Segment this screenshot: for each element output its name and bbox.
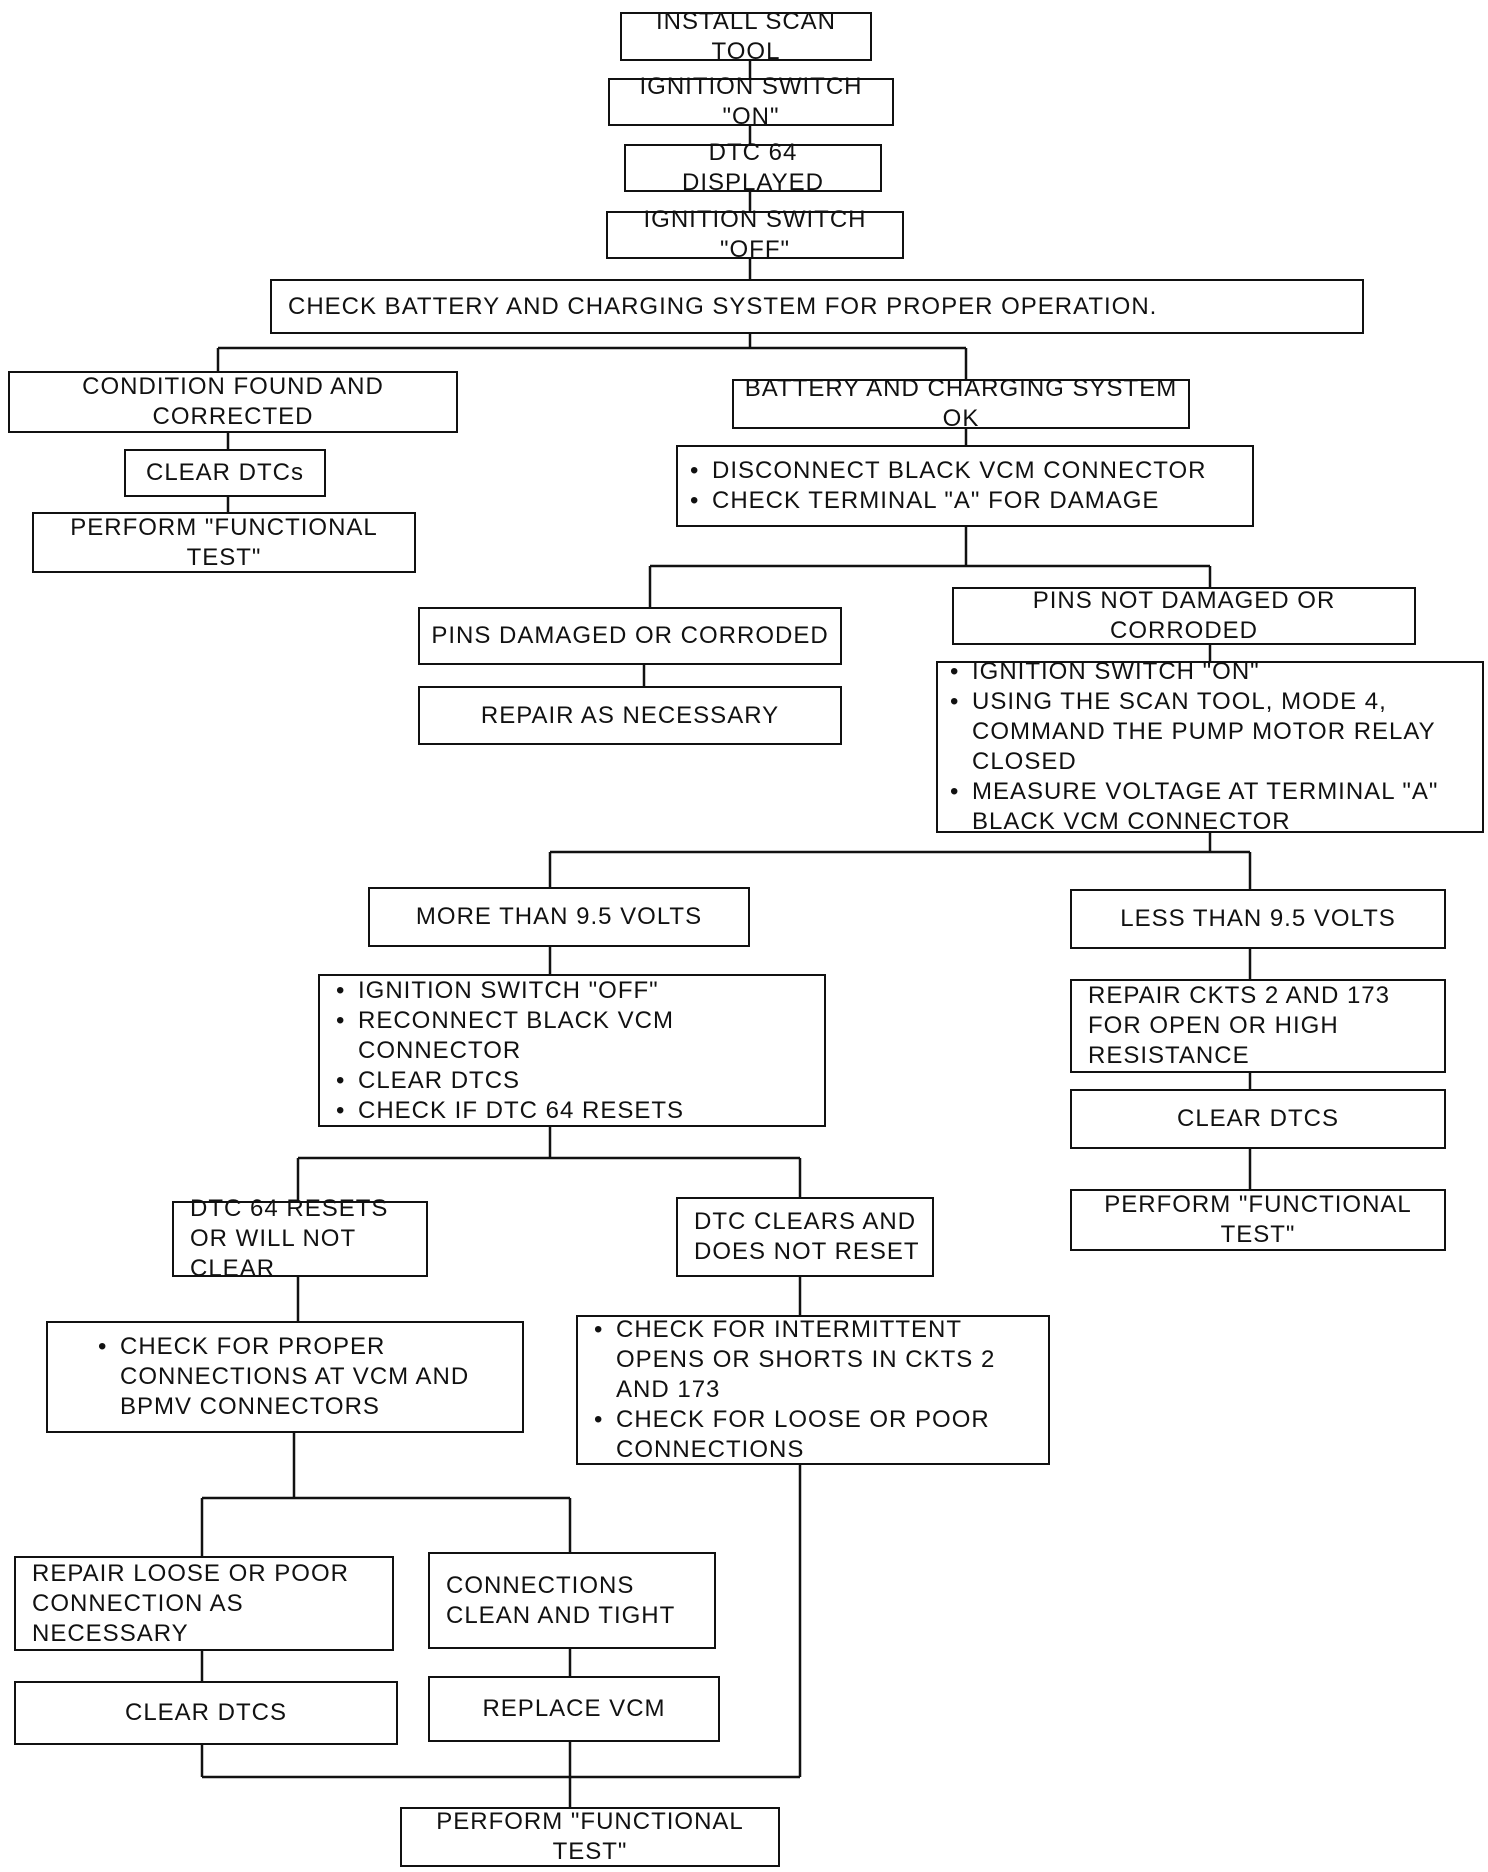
disconnect-vcm-connector-step: DISCONNECT BLACK VCM CONNECTOR CHECK TER… — [676, 445, 1254, 527]
dtc-clears-outcome: DTC CLEARS AND DOES NOT RESET — [676, 1197, 934, 1277]
instruction-list: CHECK FOR PROPER CONNECTIONS AT VCM AND … — [94, 1332, 514, 1422]
repair-as-necessary-step: REPAIR AS NECESSARY — [418, 686, 842, 745]
clear-dtcs-step-right: CLEAR DTCS — [1070, 1089, 1446, 1149]
outcome-label: BATTERY AND CHARGING SYSTEM OK — [744, 375, 1178, 432]
clear-dtcs-step-bottom: CLEAR DTCS — [14, 1681, 398, 1745]
outcome-label: CONDITION FOUND AND CORRECTED — [82, 373, 384, 430]
step-label: PERFORM "FUNCTIONAL TEST" — [70, 513, 378, 571]
outcome-label: DTC CLEARS AND DOES NOT RESET — [694, 1208, 920, 1265]
outcome-label: LESS THAN 9.5 VOLTS — [1120, 905, 1396, 932]
pins-not-damaged-outcome: PINS NOT DAMAGED OR CORRODED — [952, 587, 1416, 645]
outcome-label: PINS DAMAGED OR CORRODED — [431, 622, 829, 649]
outcome-label: CONNECTIONS CLEAN AND TIGHT — [446, 1571, 676, 1629]
step-label: IGNITION SWITCH "OFF" — [643, 206, 867, 263]
step-label: REPAIR CKTS 2 AND 173 FOR OPEN OR HIGH R… — [1088, 982, 1390, 1069]
instruction-item: CLEAR DTCS — [332, 1066, 816, 1096]
ignition-switch-on-step: IGNITION SWITCH "ON" — [608, 73, 894, 130]
perform-functional-test-step: PERFORM "FUNCTIONAL TEST" — [32, 512, 416, 573]
check-proper-connections-step: CHECK FOR PROPER CONNECTIONS AT VCM AND … — [46, 1321, 524, 1433]
instruction-item: MEASURE VOLTAGE AT TERMINAL "A" BLACK VC… — [946, 777, 1474, 837]
battery-charging-ok-outcome: BATTERY AND CHARGING SYSTEM OK — [732, 375, 1190, 432]
step-label: REPAIR AS NECESSARY — [480, 701, 780, 729]
repair-ckts-step: REPAIR CKTS 2 AND 173 FOR OPEN OR HIGH R… — [1070, 979, 1446, 1073]
measure-voltage-step: IGNITION SWITCH "ON" USING THE SCAN TOOL… — [936, 657, 1484, 835]
outcome-label: PINS NOT DAMAGED OR CORRODED — [1032, 587, 1336, 644]
less-than-9-5-volts-outcome: LESS THAN 9.5 VOLTS — [1070, 889, 1446, 949]
condition-found-corrected-outcome: CONDITION FOUND AND CORRECTED — [8, 371, 458, 433]
instruction-list: IGNITION SWITCH "ON" USING THE SCAN TOOL… — [946, 657, 1474, 837]
instruction-item: CHECK IF DTC 64 RESETS — [332, 1096, 816, 1126]
connections-clean-outcome: CONNECTIONS CLEAN AND TIGHT — [428, 1552, 716, 1649]
step-label: CLEAR DTCS — [1176, 1105, 1340, 1132]
instruction-item: CHECK FOR LOOSE OR POOR CONNECTIONS — [590, 1405, 1040, 1465]
reconnect-check-resets-step: IGNITION SWITCH "OFF" RECONNECT BLACK VC… — [318, 974, 826, 1127]
step-label: CLEAR DTCS — [124, 1699, 288, 1726]
perform-functional-test-step-right: PERFORM "FUNCTIONAL TEST" — [1070, 1189, 1446, 1251]
check-battery-charging-step: CHECK BATTERY AND CHARGING SYSTEM FOR PR… — [270, 279, 1364, 334]
perform-functional-test-step-bottom: PERFORM "FUNCTIONAL TEST" — [400, 1807, 780, 1867]
instruction-item: IGNITION SWITCH "ON" — [946, 657, 1474, 687]
step-label: PERFORM "FUNCTIONAL TEST" — [1104, 1191, 1412, 1248]
outcome-label: MORE THAN 9.5 VOLTS — [415, 903, 703, 930]
more-than-9-5-volts-outcome: MORE THAN 9.5 VOLTS — [368, 887, 750, 947]
replace-vcm-step: REPLACE VCM — [428, 1676, 720, 1742]
step-label: CLEAR DTCs — [145, 459, 305, 486]
instruction-list: IGNITION SWITCH "OFF" RECONNECT BLACK VC… — [332, 976, 816, 1126]
instruction-item: DISCONNECT BLACK VCM CONNECTOR — [686, 456, 1207, 486]
step-label: INSTALL SCAN TOOL — [655, 7, 837, 65]
instruction-item: CHECK FOR INTERMITTENT OPENS OR SHORTS I… — [590, 1315, 1040, 1405]
instruction-list: CHECK FOR INTERMITTENT OPENS OR SHORTS I… — [590, 1315, 1040, 1465]
dtc-64-displayed-step: DTC 64 DISPLAYED — [624, 139, 882, 196]
instruction-item: RECONNECT BLACK VCM CONNECTOR — [332, 1006, 816, 1066]
instruction-item: IGNITION SWITCH "OFF" — [332, 976, 816, 1006]
instruction-list: DISCONNECT BLACK VCM CONNECTOR CHECK TER… — [686, 456, 1207, 516]
step-label: DTC 64 DISPLAYED — [682, 139, 824, 196]
install-scan-tool-step: INSTALL SCAN TOOL — [620, 8, 872, 65]
step-label: PERFORM "FUNCTIONAL TEST" — [436, 1808, 744, 1865]
pins-damaged-outcome: PINS DAMAGED OR CORRODED — [418, 607, 842, 665]
instruction-item: CHECK TERMINAL "A" FOR DAMAGE — [686, 486, 1207, 516]
step-label: IGNITION SWITCH "ON" — [639, 73, 863, 130]
check-intermittent-opens-step: CHECK FOR INTERMITTENT OPENS OR SHORTS I… — [576, 1315, 1050, 1465]
ignition-switch-off-step: IGNITION SWITCH "OFF" — [606, 206, 904, 263]
clear-dtcs-step: CLEAR DTCs — [124, 449, 326, 497]
outcome-label: DTC 64 RESETS OR WILL NOT CLEAR — [190, 1195, 389, 1282]
instruction-item: USING THE SCAN TOOL, MODE 4, COMMAND THE… — [946, 687, 1474, 777]
step-label: REPLACE VCM — [482, 1695, 666, 1722]
outcome-label: REPAIR LOOSE OR POOR CONNECTION AS NECES… — [32, 1559, 349, 1647]
instruction-item: CHECK FOR PROPER CONNECTIONS AT VCM AND … — [94, 1332, 514, 1422]
repair-loose-connection-outcome: REPAIR LOOSE OR POOR CONNECTION AS NECES… — [14, 1556, 394, 1651]
step-label: CHECK BATTERY AND CHARGING SYSTEM FOR PR… — [288, 292, 1158, 320]
dtc-64-resets-outcome: DTC 64 RESETS OR WILL NOT CLEAR — [172, 1195, 428, 1282]
